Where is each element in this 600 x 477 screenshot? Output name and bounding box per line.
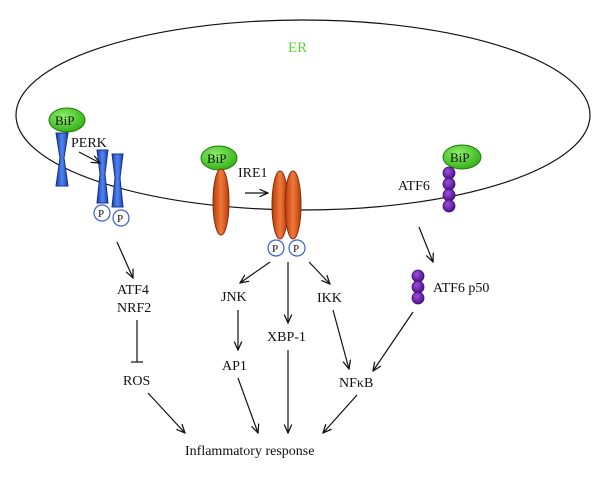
node-ros: ROS (123, 374, 150, 389)
bip-atf6 (442, 144, 482, 170)
atf6-p50-bead-3 (411, 291, 425, 305)
ire1-monomer (212, 168, 230, 236)
ire1-dimer-right (284, 170, 302, 240)
node-atf6-p50: ATF6 p50 (433, 281, 489, 296)
er-membrane (15, 19, 591, 211)
arrow-ire1-jnk (240, 261, 271, 283)
er-label: ER (288, 40, 307, 56)
arrow-atf6-p50 (418, 226, 433, 262)
node-nfkb: NFκB (339, 376, 373, 391)
perk-phospho-1-label: P (98, 208, 104, 220)
perk-activation-arrow (78, 151, 100, 163)
atf6-bead-1 (442, 166, 456, 180)
perk-phospho-2 (112, 209, 130, 227)
perk-dimer-right (111, 153, 124, 208)
arrow-ikk-nfkb (332, 309, 349, 369)
node-ikk: IKK (317, 291, 342, 306)
atf6-label: ATF6 (398, 179, 430, 194)
ire1-phospho-1 (267, 239, 285, 257)
perk-monomer (55, 132, 69, 187)
arrow-perk-atf4 (116, 241, 133, 278)
node-nrf2: NRF2 (117, 301, 151, 316)
atf6-p50-bead-1 (411, 269, 425, 283)
arrow-ros-inflammatory (147, 392, 185, 433)
atf6-p50-bead-2 (411, 280, 425, 294)
perk-dimer-left (96, 149, 109, 204)
atf6-bead-3 (442, 188, 456, 202)
node-atf4: ATF4 (117, 283, 149, 298)
perk-phospho-1 (93, 204, 111, 222)
perk-phospho-2-label: P (117, 213, 123, 225)
ire1-receptor: BiP IRE1 P P (200, 145, 306, 257)
perk-receptor: BiP PERK P P (48, 107, 130, 227)
bip-atf6-label: BiP (450, 150, 470, 165)
ire1-phospho-2-label: P (293, 243, 299, 255)
node-xbp1: XBP-1 (267, 330, 306, 345)
arrow-p50-nfkb (373, 311, 414, 371)
atf6-bead-4 (442, 199, 456, 213)
node-jnk: JNK (221, 290, 247, 305)
atf6-receptor: BiP ATF6 (398, 144, 482, 213)
perk-label: PERK (71, 136, 107, 151)
bip-perk (48, 107, 86, 133)
ire1-phospho-2 (288, 239, 306, 257)
ire1-label: IRE1 (238, 166, 268, 181)
arrow-ire1-ikk (308, 261, 330, 284)
arrow-ap1-inflammatory (237, 377, 258, 433)
ire1-phospho-1-label: P (272, 243, 278, 255)
node-ap1: AP1 (222, 359, 247, 374)
node-inflammatory-response: Inflammatory response (185, 444, 314, 459)
bip-ire1-label: BiP (207, 151, 227, 166)
arrow-nfkb-inflammatory (323, 394, 358, 433)
bip-perk-label: BiP (55, 113, 75, 128)
atf6-bead-2 (442, 177, 456, 191)
